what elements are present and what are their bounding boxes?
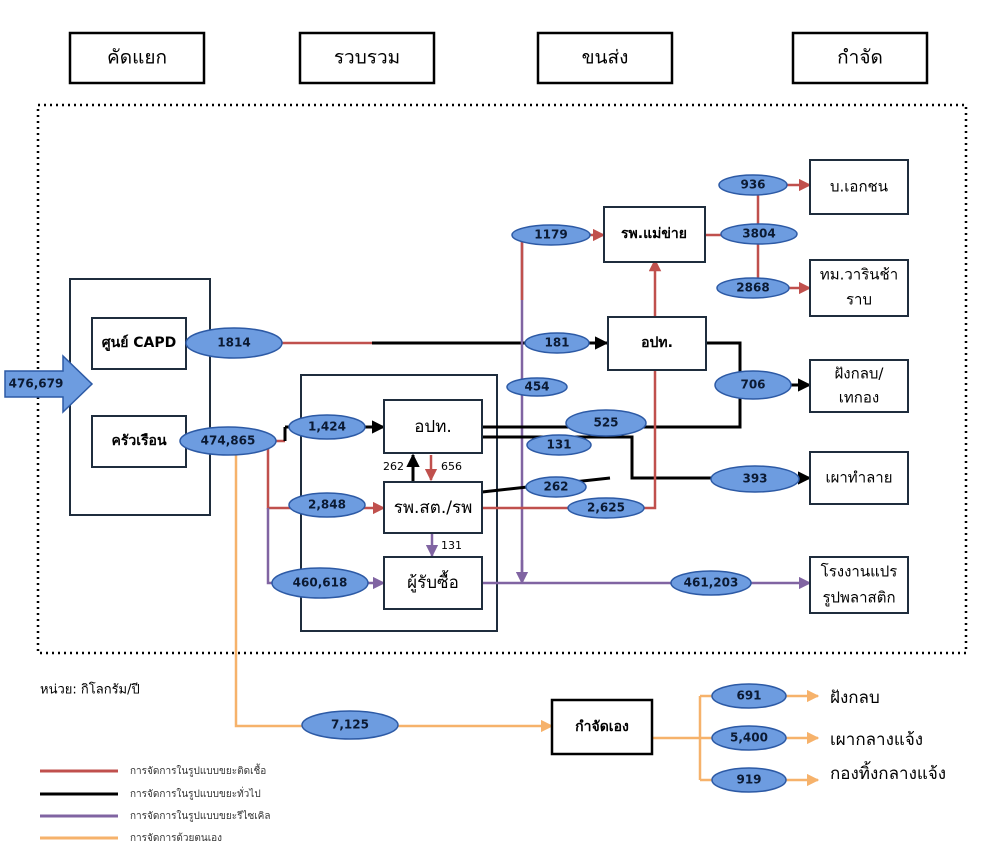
- svg-text:1814: 1814: [217, 336, 250, 350]
- node-landfill: ฝังกลบ/ เทกอง: [809, 359, 909, 413]
- svg-text:476,679: 476,679: [9, 377, 64, 391]
- svg-text:474,865: 474,865: [201, 434, 256, 448]
- svg-text:1,424: 1,424: [308, 420, 346, 434]
- node-main-hospital: รพ.แม่ข่าย: [603, 206, 706, 263]
- svg-text:ฝังกลบ/: ฝังกลบ/: [835, 365, 885, 383]
- svg-text:บ.เอกชน: บ.เอกชน: [830, 178, 888, 196]
- value-opt-525: 525: [565, 409, 647, 437]
- node-household: ครัวเรือน: [91, 415, 187, 468]
- svg-text:262: 262: [543, 480, 568, 494]
- value-landfill: 706: [714, 370, 792, 400]
- self-landfill-label: ฝังกลบ: [830, 688, 880, 708]
- value-hospital-up: 454: [506, 377, 568, 397]
- svg-text:รพ.แม่ข่าย: รพ.แม่ข่าย: [621, 226, 687, 242]
- header-sorting: คัดแยก: [68, 31, 206, 85]
- node-warin: ทม.วารินช้า ราบ: [809, 259, 909, 317]
- svg-text:181: 181: [544, 336, 569, 350]
- value-self-dump: 919: [711, 767, 787, 793]
- node-collect-opt: อปท.: [383, 399, 483, 454]
- svg-text:454: 454: [524, 380, 549, 394]
- svg-text:เผาทำลาย: เผาทำลาย: [825, 469, 892, 487]
- svg-text:โรงงานแปร: โรงงานแปร: [821, 563, 898, 581]
- value-self-burn: 5,400: [711, 725, 787, 751]
- value-to-opt: 1,424: [288, 414, 366, 440]
- node-self-disposal: กำจัดเอง: [550, 698, 654, 756]
- svg-text:ผู้รับซื้อ: ผู้รับซื้อ: [407, 570, 459, 593]
- svg-text:2,625: 2,625: [587, 501, 625, 515]
- svg-text:กำจัดเอง: กำจัดเอง: [575, 719, 629, 735]
- node-private-company: บ.เอกชน: [809, 159, 909, 215]
- svg-text:ราบ: ราบ: [846, 291, 872, 309]
- svg-text:936: 936: [740, 178, 765, 192]
- flow-262: 262: [383, 460, 404, 473]
- node-hospital: รพ.สต./รพ: [383, 481, 483, 534]
- header-disposal: กำจัด: [791, 31, 929, 85]
- svg-text:1179: 1179: [534, 228, 567, 242]
- value-private: 936: [718, 174, 788, 196]
- svg-text:อปท.: อปท.: [414, 417, 452, 437]
- self-dump-label: กองทิ้งกลางแจ้ง: [830, 761, 946, 784]
- svg-text:อปท.: อปท.: [641, 335, 673, 351]
- svg-text:2,848: 2,848: [308, 498, 346, 512]
- legend-self: การจัดการด้วยตนเอง: [130, 832, 222, 844]
- svg-text:รพ.สต./รพ: รพ.สต./รพ: [394, 498, 473, 518]
- svg-text:กำจัด: กำจัด: [837, 47, 883, 69]
- node-buyer: ผู้รับซื้อ: [383, 556, 483, 610]
- value-household: 474,865: [179, 426, 277, 456]
- svg-text:5,400: 5,400: [730, 731, 768, 745]
- value-capd-to-opt: 181: [524, 332, 590, 354]
- value-plastic: 461,203: [670, 570, 752, 596]
- header-transport: ขนส่ง: [536, 31, 674, 85]
- svg-text:เทกอง: เทกอง: [839, 389, 879, 407]
- value-capd: 1814: [185, 327, 283, 359]
- svg-text:รวบรวม: รวบรวม: [334, 47, 400, 69]
- svg-text:ศูนย์ CAPD: ศูนย์ CAPD: [102, 334, 177, 351]
- svg-text:525: 525: [593, 416, 618, 430]
- value-self-landfill: 691: [711, 683, 787, 709]
- value-self-total: 7,125: [301, 710, 399, 740]
- legend-infectious: การจัดการในรูปแบบขยะติดเชื้อ: [130, 763, 266, 777]
- node-transport-opt: อปท.: [607, 316, 707, 371]
- svg-text:393: 393: [742, 472, 767, 486]
- svg-text:2868: 2868: [736, 281, 769, 295]
- svg-text:7,125: 7,125: [331, 718, 369, 732]
- value-to-hospital: 2,848: [288, 492, 366, 518]
- svg-text:คัดแยก: คัดแยก: [107, 47, 167, 69]
- value-incinerate: 393: [710, 465, 800, 493]
- value-262: 262: [525, 476, 587, 498]
- value-warin: 2868: [716, 277, 790, 299]
- svg-text:461,203: 461,203: [684, 576, 739, 590]
- svg-text:ทม.วารินช้า: ทม.วารินช้า: [820, 266, 898, 284]
- legend: การจัดการในรูปแบบขยะติดเชื้อ การจัดการใน…: [40, 763, 271, 844]
- svg-text:460,618: 460,618: [293, 576, 348, 590]
- svg-text:ครัวเรือน: ครัวเรือน: [111, 433, 166, 449]
- value-hosp-2625: 2,625: [567, 497, 645, 519]
- value-131a: 131: [526, 434, 592, 456]
- input-arrow: 476,679: [4, 354, 94, 414]
- self-burn-label: เผากลางแจ้ง: [830, 730, 923, 750]
- unit-note: หน่วย: กิโลกรัม/ปี: [40, 682, 140, 698]
- source-group: [69, 278, 211, 516]
- node-plastic-factory: โรงงานแปร รูปพลาสติก: [809, 556, 909, 614]
- value-to-buyer: 460,618: [271, 567, 369, 599]
- node-incinerate: เผาทำลาย: [809, 451, 909, 505]
- value-to-main-hospital: 1179: [511, 224, 591, 246]
- svg-text:691: 691: [736, 689, 761, 703]
- value-main-total: 3804: [720, 223, 798, 245]
- svg-text:706: 706: [740, 378, 765, 392]
- svg-text:ขนส่ง: ขนส่ง: [582, 47, 629, 69]
- header-collection: รวบรวม: [298, 31, 436, 85]
- node-capd: ศูนย์ CAPD: [91, 317, 187, 370]
- legend-recycle: การจัดการในรูปแบบขยะรีไซเคิล: [130, 810, 271, 822]
- svg-text:รูปพลาสติก: รูปพลาสติก: [822, 589, 895, 607]
- flow-131: 131: [441, 539, 462, 552]
- svg-text:131: 131: [546, 438, 571, 452]
- svg-text:3804: 3804: [742, 227, 775, 241]
- flow-656: 656: [441, 460, 462, 473]
- svg-text:919: 919: [736, 773, 761, 787]
- legend-general: การจัดการในรูปแบบขยะทั่วไป: [130, 786, 261, 800]
